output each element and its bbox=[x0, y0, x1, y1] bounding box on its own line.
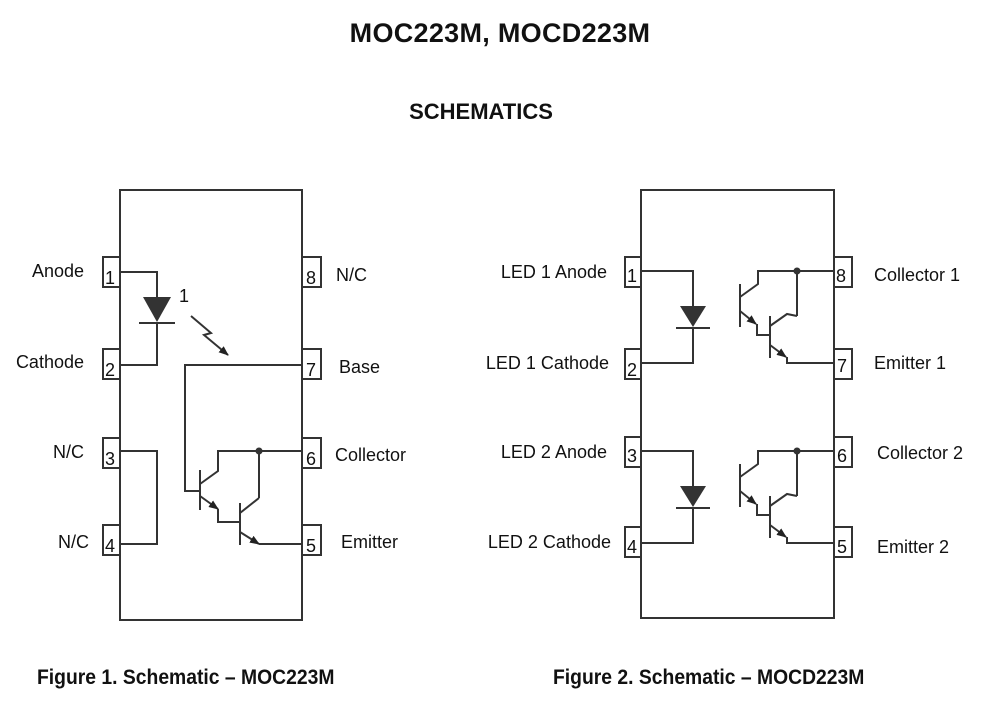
pin-label: N/C bbox=[53, 442, 84, 462]
pin-8: 8 Collector 1 bbox=[833, 256, 960, 288]
pin-5: 5 Emitter 2 bbox=[833, 526, 949, 558]
pin-label: Emitter bbox=[341, 532, 398, 552]
pin-number: 1 bbox=[105, 268, 115, 288]
pin-label: Collector bbox=[335, 445, 406, 465]
led2-diode-icon bbox=[641, 450, 710, 544]
led-annotation: 1 bbox=[179, 286, 189, 306]
figure2-schematic: 1 LED 1 Anode 2 LED 1 Cathode 3 LED 2 An… bbox=[486, 189, 963, 619]
pin-3: 3 N/C bbox=[53, 437, 121, 469]
pin-label: Collector 2 bbox=[877, 443, 963, 463]
led-diode-icon bbox=[120, 271, 175, 366]
pin-label: Cathode bbox=[16, 352, 84, 372]
pin-number: 5 bbox=[837, 537, 847, 557]
darlington-transistor-icon bbox=[199, 447, 302, 545]
figure1-schematic: 1 Anode 2 Cathode 3 N/C 4 N/C 8 N/C 7 Ba… bbox=[16, 189, 406, 621]
pin-label: N/C bbox=[336, 265, 367, 285]
pin-number: 7 bbox=[837, 356, 847, 376]
pin-label: Emitter 1 bbox=[874, 353, 946, 373]
pin-number: 6 bbox=[306, 449, 316, 469]
pin-1: 1 LED 1 Anode bbox=[501, 256, 642, 288]
pin-label: Collector 1 bbox=[874, 265, 960, 285]
pin-number: 6 bbox=[837, 446, 847, 466]
figure1-caption: Figure 1. Schematic – MOC223M bbox=[37, 666, 335, 689]
pin-4: 4 N/C bbox=[58, 524, 121, 556]
pin-3: 3 LED 2 Anode bbox=[501, 436, 642, 468]
led1-diode-icon bbox=[641, 270, 710, 364]
pin-6: 6 Collector 2 bbox=[833, 436, 963, 468]
pin-label: LED 2 Anode bbox=[501, 442, 607, 462]
pin-8: 8 N/C bbox=[301, 256, 367, 288]
pin-box bbox=[301, 437, 322, 469]
page-title: MOC223M, MOCD223M bbox=[349, 18, 651, 48]
pin-2: 2 LED 1 Cathode bbox=[486, 348, 642, 380]
pin-number: 8 bbox=[306, 268, 316, 288]
pin-number: 4 bbox=[105, 536, 115, 556]
pin-1: 1 Anode bbox=[32, 256, 121, 288]
nc-connection bbox=[120, 450, 158, 545]
ic-package-outline bbox=[640, 189, 835, 619]
darlington1-transistor-icon bbox=[739, 267, 834, 364]
pin-box bbox=[301, 256, 322, 288]
pin-label: Anode bbox=[32, 261, 84, 281]
pin-number: 3 bbox=[105, 449, 115, 469]
pin-number: 2 bbox=[627, 360, 637, 380]
pin-number: 5 bbox=[306, 536, 316, 556]
pin-6: 6 Collector bbox=[301, 437, 406, 469]
base-wire bbox=[184, 364, 302, 492]
pin-label: LED 2 Cathode bbox=[488, 532, 611, 552]
pin-number: 4 bbox=[627, 537, 637, 557]
pin-number: 8 bbox=[836, 266, 846, 286]
section-heading: SCHEMATICS bbox=[409, 99, 553, 124]
light-emission-arrow-icon bbox=[190, 315, 229, 356]
ic-package-outline bbox=[119, 189, 303, 621]
pin-box bbox=[301, 524, 322, 556]
pin-7: 7 Emitter 1 bbox=[833, 348, 946, 380]
pin-2: 2 Cathode bbox=[16, 348, 121, 380]
pin-label: LED 1 Anode bbox=[501, 262, 607, 282]
darlington2-transistor-icon bbox=[739, 447, 834, 544]
pin-7: 7 Base bbox=[301, 348, 380, 380]
figure2-caption: Figure 2. Schematic – MOCD223M bbox=[553, 666, 865, 689]
pin-4: 4 LED 2 Cathode bbox=[488, 526, 642, 558]
pin-number: 3 bbox=[627, 446, 637, 466]
pin-number: 1 bbox=[627, 266, 637, 286]
pin-5: 5 Emitter bbox=[301, 524, 398, 556]
pin-label: LED 1 Cathode bbox=[486, 353, 609, 373]
pin-label: Emitter 2 bbox=[877, 537, 949, 557]
pin-box bbox=[102, 524, 121, 556]
pin-number: 7 bbox=[306, 360, 316, 380]
pin-label: N/C bbox=[58, 532, 89, 552]
pin-box bbox=[102, 437, 121, 469]
pin-number: 2 bbox=[105, 360, 115, 380]
pin-label: Base bbox=[339, 357, 380, 377]
